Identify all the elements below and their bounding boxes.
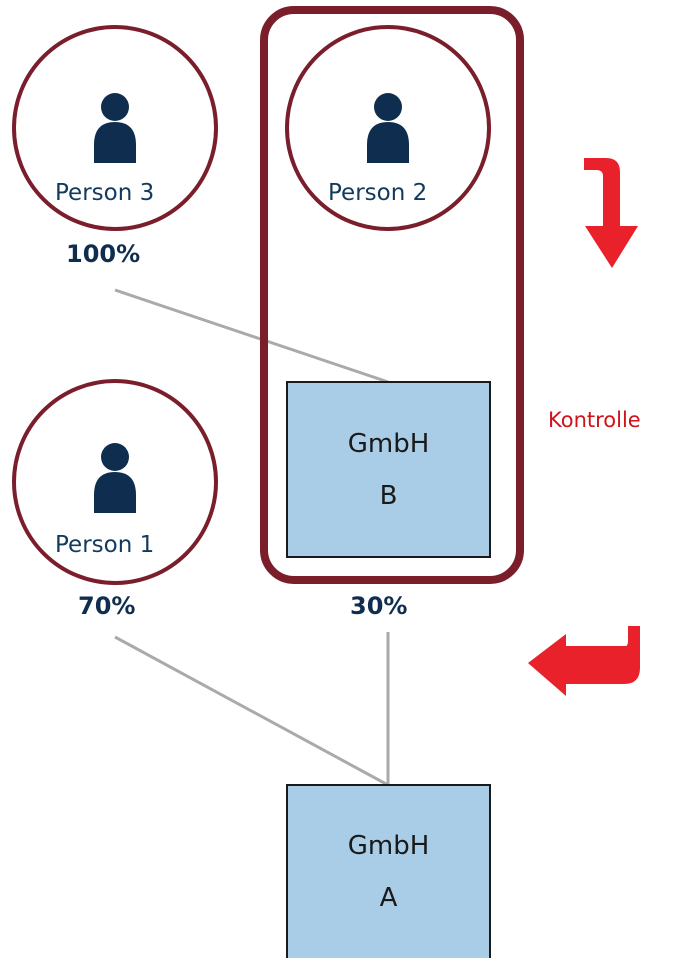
- person2-label: Person 2: [328, 180, 428, 206]
- gmbh-a-line1: GmbH: [347, 831, 430, 861]
- gmbh-a-name: GmbH A: [287, 820, 490, 924]
- gmbh-b-box: [286, 381, 491, 558]
- person-icon: [367, 93, 409, 163]
- control-frame: [260, 6, 524, 584]
- gmbh-b-share: 30%: [350, 592, 408, 620]
- gmbh-a-line2: A: [379, 883, 398, 913]
- person-icon: [94, 93, 136, 163]
- gmbh-b-line2: B: [379, 481, 398, 511]
- connector-person1-gmbh-a: [114, 635, 389, 787]
- gmbh-b-line1: GmbH: [347, 429, 430, 459]
- control-label: Kontrolle: [548, 408, 641, 432]
- person1-share: 70%: [78, 592, 136, 620]
- person-icon: [94, 443, 136, 513]
- gmbh-b-name: GmbH B: [287, 418, 490, 522]
- gmbh-a-box: [286, 784, 491, 958]
- connector-person3-gmbh-b: [114, 288, 389, 384]
- person3-share: 100%: [66, 240, 141, 268]
- arrow-down-icon: [584, 158, 638, 268]
- person3-label: Person 3: [55, 180, 155, 206]
- arrow-left-icon: [528, 626, 640, 696]
- person1-label: Person 1: [55, 532, 155, 558]
